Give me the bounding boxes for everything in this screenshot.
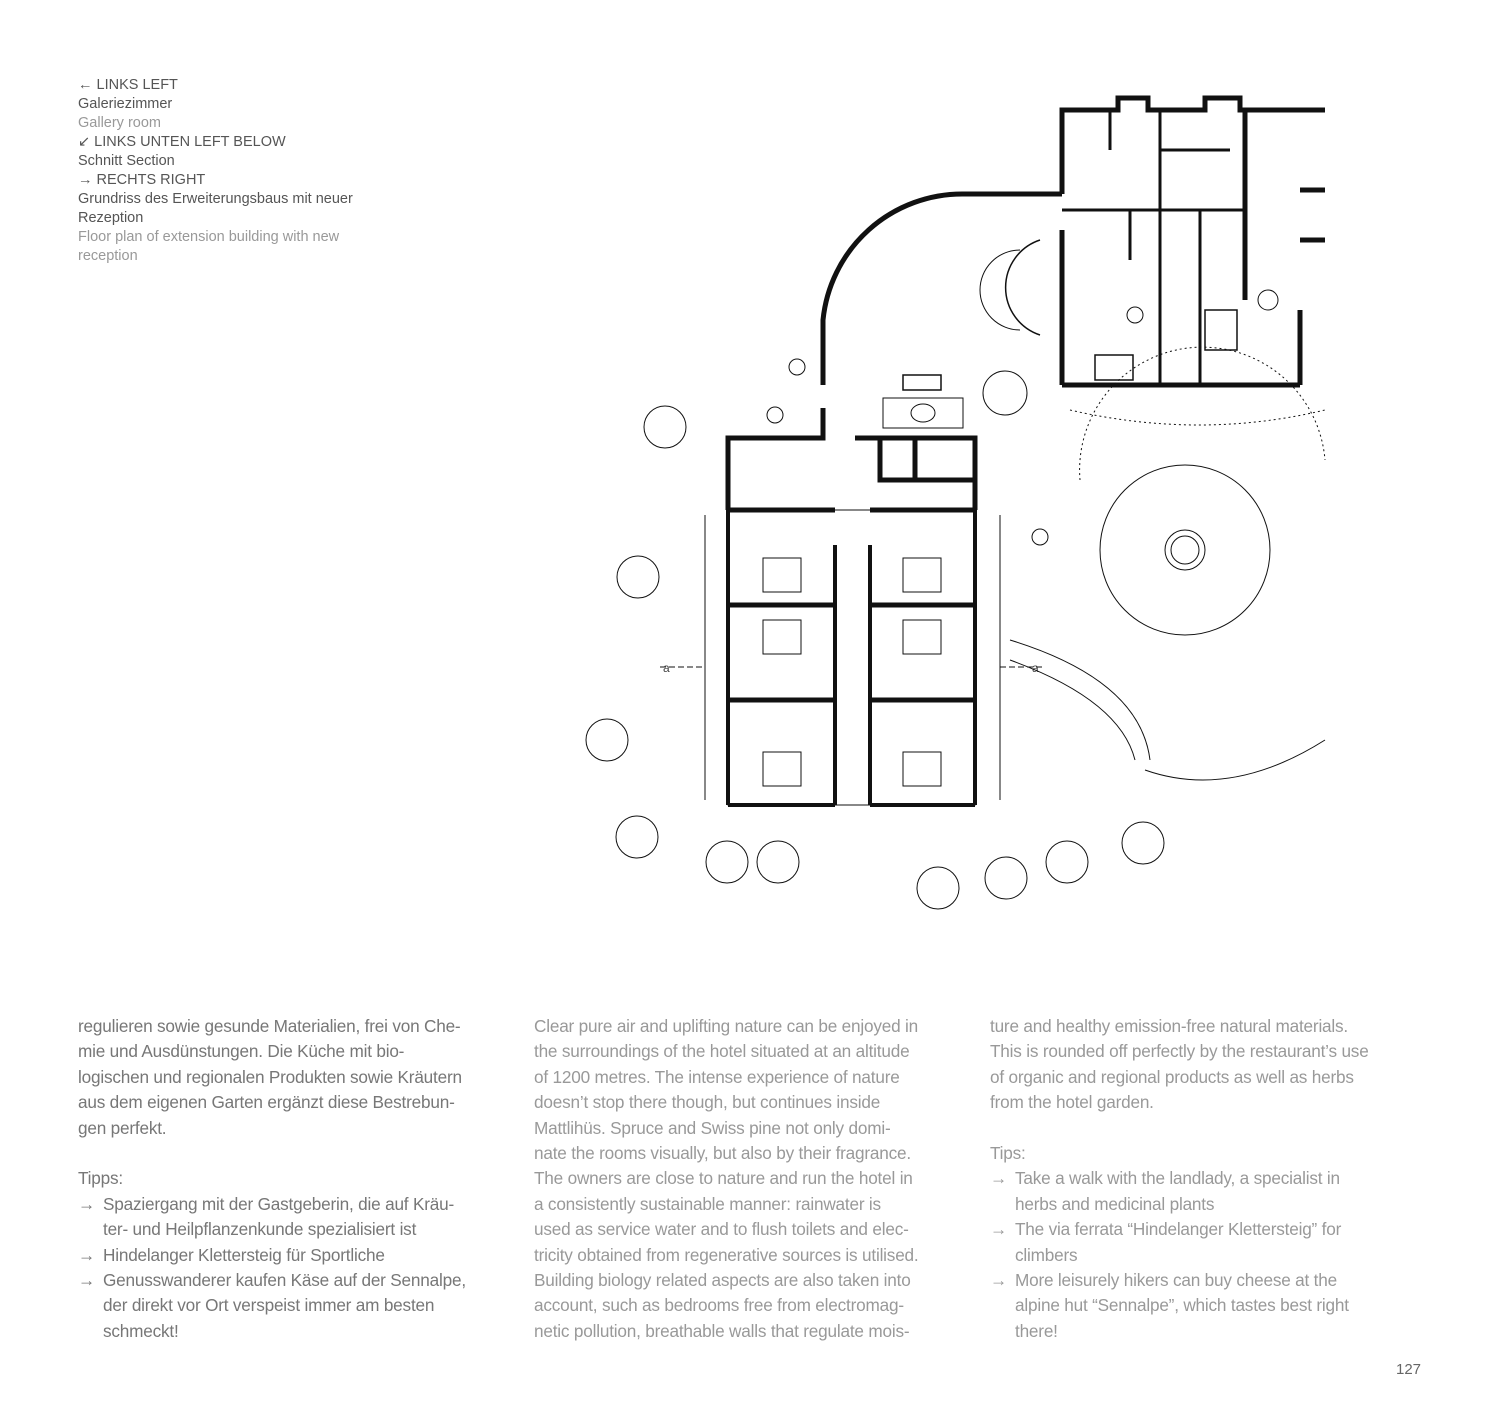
tip-line: der direkt vor Ort verspeist immer am be… [78,1293,518,1318]
tip-text: ter- und Heilpflanzenkunde spezialisiert… [103,1219,417,1240]
arrow-right-icon: → [990,1270,1007,1291]
body-text-line: a consistently sustainable manner: rainw… [534,1193,881,1214]
arrow-right-icon: → [990,1168,1007,1189]
tip-item: → The via ferrata “Hindelanger Kletterste… [990,1217,1430,1268]
body-text-line: gen perfekt. [78,1117,167,1138]
body-text-line: doesn’t stop there though, but continues… [534,1092,881,1113]
caption-right-label: → RECHTS RIGHT [78,172,206,188]
arrow-right-icon: → [990,1219,1007,1240]
tip-item: → Spaziergang mit der Gastgeberin, die au… [78,1192,518,1243]
tip-line: alpine hut “Sennalpe”, which tastes best… [990,1293,1430,1318]
body-text-line: used as service water and to flush toile… [534,1219,909,1240]
body-text-line: Clear pure air and uplifting nature can … [534,1016,919,1036]
tip-line: schmeckt! [78,1319,518,1344]
body-text-line: logischen und regionalen Produkten sowie… [78,1066,462,1087]
body-text-line: Mattlihüs. Spruce and Swiss pine not onl… [534,1117,891,1138]
caption-right-en-1: Floor plan of extension building with ne… [78,229,340,245]
body-text-line: This is rounded off perfectly by the res… [990,1041,1369,1062]
body-text-line: Building biology related aspects are als… [534,1270,911,1291]
tip-text: there! [1015,1320,1058,1341]
body-text-line: tricity obtained from regenerative sourc… [534,1244,919,1265]
tip-item: → Take a walk with the landlady, a specia… [990,1166,1430,1217]
tip-line: → More leisurely hikers can buy cheese at… [990,1268,1430,1293]
body-text-line: of 1200 metres. The intense experience o… [534,1066,900,1087]
tip-line: → The via ferrata “Hindelanger Kletterste… [990,1217,1430,1242]
floor-plan: a a [585,95,1326,910]
body-text-line: aus dem eigenen Garten ergänzt diese Bes… [78,1092,455,1113]
caption-left-de: Galeriezimmer [78,96,173,112]
body-text-line: account, such as bedrooms free from elec… [534,1295,904,1316]
tip-text: More leisurely hikers can buy cheese at … [1015,1270,1337,1291]
caption-below-label: ↙ LINKS UNTEN LEFT BELOW [78,134,286,150]
body-text-line: netic pollution, breathable walls that r… [534,1320,910,1341]
tip-text: The via ferrata “Hindelanger Kletterstei… [1015,1219,1342,1240]
section-marker-right: a [1032,661,1039,675]
tip-line: → Genusswanderer kaufen Käse auf der Senn… [78,1268,518,1293]
tips-heading: Tips: [990,1143,1026,1164]
tip-text: climbers [1015,1244,1078,1265]
figure-caption: ← LINKS LEFT Galeriezimmer Gallery room … [78,76,353,266]
caption-left-label: ← LINKS LEFT [78,77,178,93]
tip-line: there! [990,1319,1430,1344]
body-text-line: the surroundings of the hotel situated a… [534,1041,910,1062]
body-text-line: regulieren sowie gesunde Materialien, fr… [78,1016,461,1036]
caption-right-en-2: reception [78,248,138,264]
column-english-2: ture and healthy emission-free natural m… [990,1014,1430,1344]
body-text-line: ture and healthy emission-free natural m… [990,1016,1349,1036]
paragraph-gap [990,1116,1430,1141]
page-number: 127 [1396,1361,1422,1378]
tip-text: Hindelanger Klettersteig für Sportliche [103,1244,385,1265]
tips-heading: Tipps: [78,1168,123,1189]
tip-item: → Genusswanderer kaufen Käse auf der Senn… [78,1268,518,1344]
tip-line: → Hindelanger Klettersteig für Sportliche [78,1243,518,1268]
tip-text: alpine hut “Sennalpe”, which tastes best… [1015,1295,1349,1316]
body-text-line: of organic and regional products as well… [990,1066,1354,1087]
arrow-right-icon: → [78,1193,95,1214]
tip-text: schmeckt! [103,1320,179,1341]
column-english-1: Clear pure air and uplifting nature can … [534,1014,974,1344]
tip-item: → Hindelanger Klettersteig für Sportliche [78,1243,518,1268]
tip-line: herbs and medicinal plants [990,1192,1430,1217]
caption-right-de-1: Grundriss des Erweiterungsbaus mit neuer [78,191,353,207]
tip-item: → More leisurely hikers can buy cheese at… [990,1268,1430,1344]
column-german: regulieren sowie gesunde Materialien, fr… [78,1014,518,1344]
body-text-line: nate the rooms visually, but also by the… [534,1143,911,1164]
arrow-right-icon: → [78,1270,95,1291]
paragraph-gap [78,1141,518,1166]
caption-right-de-2: Rezeption [78,210,144,226]
tip-text: Take a walk with the landlady, a special… [1015,1168,1340,1189]
body-text-line: The owners are close to nature and run t… [534,1168,913,1189]
body-text-line: mie und Ausdünstungen. Die Küche mit bio… [78,1041,405,1062]
tip-text: herbs and medicinal plants [1015,1193,1215,1214]
tip-text: Spaziergang mit der Gastgeberin, die auf… [103,1193,454,1214]
section-marker-left: a [663,661,670,675]
caption-left-en: Gallery room [78,115,161,131]
tip-text: Genusswanderer kaufen Käse auf der Senna… [103,1270,466,1291]
tip-line: → Take a walk with the landlady, a specia… [990,1166,1430,1191]
arrow-right-icon: → [78,1244,95,1265]
tip-line: → Spaziergang mit der Gastgeberin, die au… [78,1192,518,1217]
caption-below-text: Schnitt Section [78,153,175,169]
tip-line: climbers [990,1243,1430,1268]
tip-line: ter- und Heilpflanzenkunde spezialisiert… [78,1217,518,1242]
tip-text: der direkt vor Ort verspeist immer am be… [103,1295,435,1316]
body-text-line: from the hotel garden. [990,1092,1154,1113]
